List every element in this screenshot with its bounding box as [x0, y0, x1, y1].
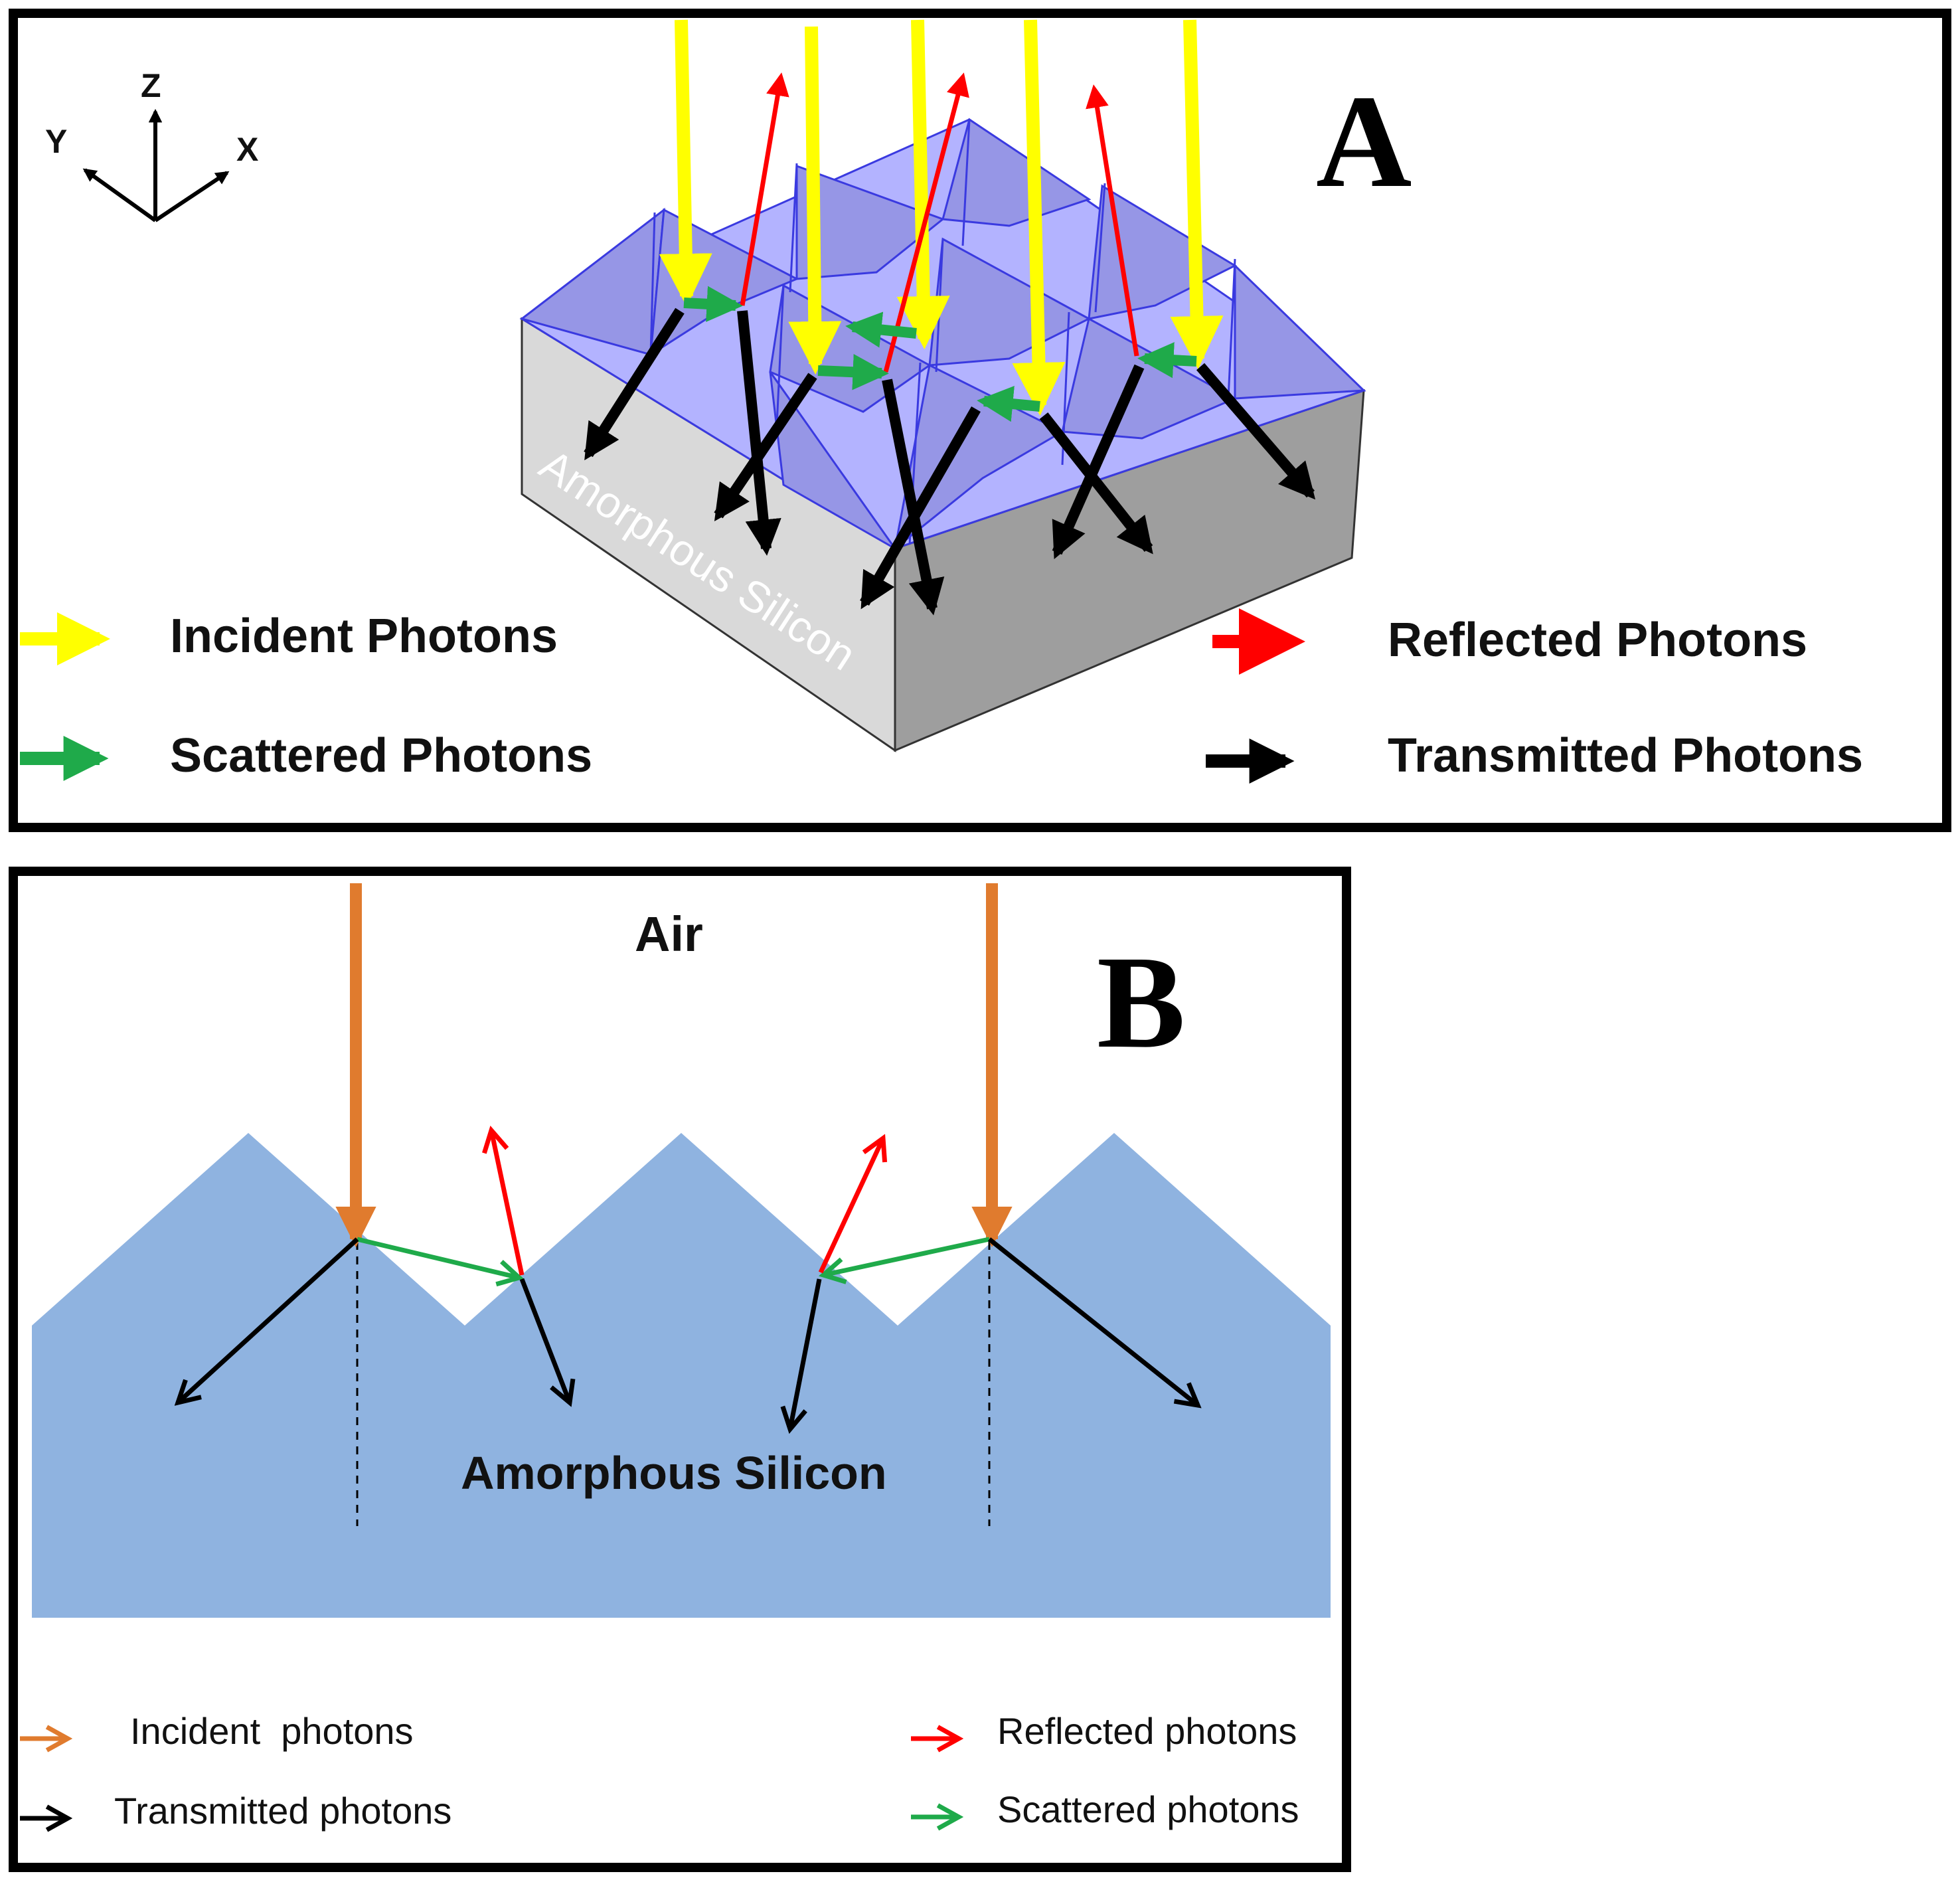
- substrate-b-surface: [32, 1133, 1331, 1618]
- air-label: Air: [635, 906, 703, 962]
- panel-b: Air B Amorphous Silicon Incident: [9, 867, 1351, 1872]
- legend-b-scattered-label: Scattered photons: [997, 1788, 1299, 1830]
- pyramid-edges: [649, 119, 1236, 545]
- scattered-arrows-a: [683, 286, 1197, 422]
- transmitted-arrows-b: [178, 1237, 1198, 1429]
- axes-icon: [82, 108, 230, 222]
- legend-a: Incident Photons Scattered Photons Refle…: [20, 608, 1863, 784]
- incident-arrows-b: [335, 883, 1013, 1248]
- scattered-arrows-b: [357, 1237, 990, 1278]
- panel-b-letter: B: [1097, 929, 1185, 1076]
- panel-a-letter: A: [1316, 68, 1412, 215]
- legend-a-transmitted-label: Transmitted Photons: [1388, 729, 1863, 782]
- legend-b: Incident photons Transmitted photons Ref…: [20, 1710, 1299, 1832]
- legend-a-reflected-label: Reflected Photons: [1388, 614, 1807, 667]
- legend-b-transmitted-label: Transmitted photons: [114, 1790, 451, 1832]
- panel-a: Z Y X Amorphous Silicon: [9, 9, 1951, 832]
- legend-b-reflected-label: Reflected photons: [997, 1710, 1297, 1752]
- axis-y-label: Y: [45, 123, 67, 160]
- legend-a-scattered-label: Scattered Photons: [170, 729, 592, 782]
- surface-normals: [356, 1242, 991, 1526]
- axis-x-label: X: [236, 131, 258, 168]
- reflected-arrows-b: [491, 1130, 883, 1276]
- transmitted-arrows-a: [584, 307, 1316, 616]
- reflected-arrows-a: [740, 72, 1139, 373]
- axis-z-label: Z: [141, 67, 161, 104]
- substrate-b-label: Amorphous Silicon: [461, 1447, 887, 1499]
- legend-b-incident-label: Incident photons: [130, 1710, 414, 1752]
- legend-a-incident-label: Incident Photons: [170, 610, 558, 663]
- incident-arrows-a: [659, 19, 1224, 416]
